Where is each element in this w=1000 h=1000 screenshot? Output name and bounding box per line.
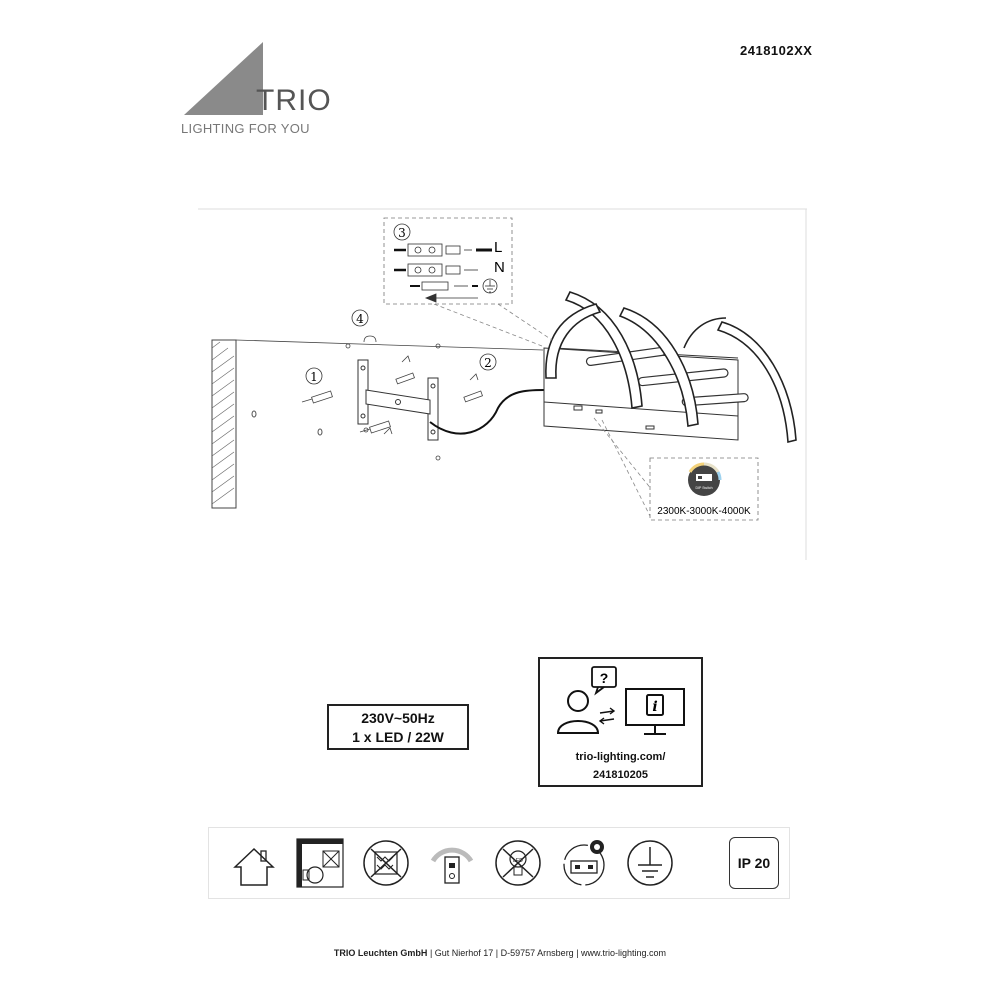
ip-rating-badge: IP 20	[729, 837, 779, 889]
wall-illustration	[211, 339, 544, 509]
info-url-line2[interactable]: 241810205	[592, 769, 649, 781]
svg-text:i: i	[652, 699, 657, 715]
indoor-use-icon	[233, 847, 275, 886]
monitor-info-icon	[625, 688, 685, 735]
trio-logo	[184, 42, 263, 115]
driver-replacement-icon	[563, 840, 605, 886]
support-illustration: ? i	[556, 666, 685, 735]
no-led-replacement-icon: LED	[495, 840, 541, 886]
info-url-line1[interactable]: trio-lighting.com/	[575, 751, 666, 763]
earth-ground-icon	[627, 840, 673, 886]
step-4-marker	[351, 309, 369, 327]
safety-icon-strip: LED IP 20	[208, 827, 790, 899]
color-temperature-label: 2300K-3000K-4000K	[657, 506, 751, 517]
online-info-box: ? i trio-lighting.com/ 241810205	[538, 657, 703, 787]
lamp-spec: 1 x LED / 22W	[352, 729, 444, 745]
step-2-label: 2	[484, 356, 492, 370]
question-bubble-icon	[591, 666, 617, 696]
ceiling-distance-icon	[296, 838, 344, 888]
no-cover-insulation-icon	[363, 840, 409, 886]
terminal-block-illustration	[394, 243, 498, 303]
installation-diagram: 1 4 2	[198, 208, 807, 560]
product-code: 2418102XX	[740, 43, 813, 58]
svg-text:?: ?	[600, 670, 609, 686]
logo-triangle	[184, 42, 263, 115]
step-2-marker	[479, 353, 497, 371]
footer-company: TRIO Leuchten GmbH	[333, 948, 428, 958]
logo-wordmark: TRIO	[256, 84, 332, 117]
electrical-spec-box: 230V~50Hz 1 x LED / 22W	[327, 704, 469, 750]
voltage-spec: 230V~50Hz	[361, 710, 435, 726]
neutral-wire-label: N	[494, 259, 505, 276]
footer: TRIO Leuchten GmbH | Gut Nierhof 17 | D-…	[0, 948, 1000, 958]
power-cable	[429, 389, 545, 435]
step-3-label: 3	[398, 226, 406, 240]
exchange-arrows-icon	[598, 707, 616, 725]
step-3-marker	[393, 223, 411, 241]
step-4-label: 4	[356, 312, 364, 326]
svg-text:LED: LED	[513, 858, 523, 864]
footer-address: | Gut Nierhof 17 | D-59757 Arnsberg | ww…	[427, 948, 667, 958]
live-wire-label: L	[494, 239, 502, 256]
logo-tagline: LIGHTING FOR YOU	[181, 121, 310, 136]
dip-switch-label: DIP Switch	[695, 486, 712, 490]
screw-icon	[345, 335, 483, 461]
dip-switch-icon: DIP Switch	[688, 462, 722, 496]
user-icon	[556, 690, 600, 734]
led-curved-shades	[545, 291, 797, 444]
wall-plug-icon	[301, 390, 391, 434]
mounting-bracket	[357, 359, 439, 441]
step-1-label: 1	[310, 370, 318, 384]
dimmer-switch-icon	[430, 847, 474, 884]
step-1-marker	[305, 367, 323, 385]
